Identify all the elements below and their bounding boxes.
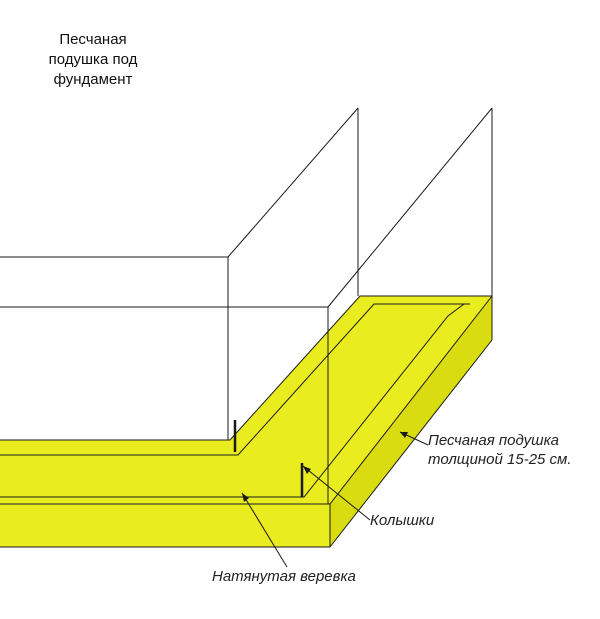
pointer-sand-arrowhead xyxy=(400,432,408,438)
sand-cushion-label: Песчаная подушка толщиной 15-25 см. xyxy=(428,431,572,469)
title-line-1: Песчаная xyxy=(59,31,127,48)
annotation-pointers xyxy=(241,431,429,568)
sand-cushion-label-line-2: толщиной 15-25 см. xyxy=(428,451,572,468)
pointer-rope xyxy=(241,492,288,568)
stakes-label: Колышки xyxy=(370,512,435,529)
title-line-2: подушка под xyxy=(48,51,138,68)
building-wireframe xyxy=(0,107,493,504)
rope-label: Натянутая веревка xyxy=(212,568,356,585)
sand-cushion-edges xyxy=(0,295,493,548)
pointer-stakes-arrowhead xyxy=(303,466,311,474)
pointer-stakes xyxy=(302,465,371,521)
sand-cushion-label-line-1: Песчаная подушка xyxy=(428,432,560,449)
title-line-3: фундамент xyxy=(53,71,133,88)
sand-cushion-front-face xyxy=(0,504,330,547)
sand-cushion-side-face xyxy=(330,296,492,547)
diagram-title: Песчаная подушка под фундамент xyxy=(18,30,168,90)
sand-cushion-top xyxy=(0,296,492,504)
pointer-rope-arrowhead xyxy=(242,493,249,502)
